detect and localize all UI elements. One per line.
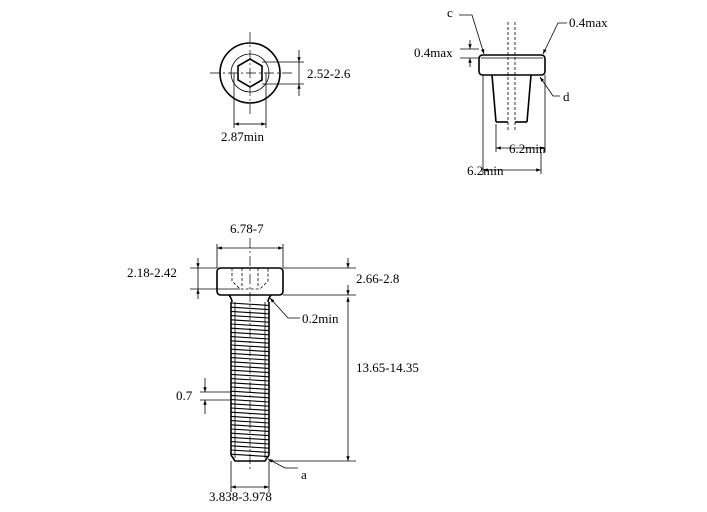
thread-line	[230, 382, 270, 386]
thread-line	[230, 449, 270, 453]
leader-a	[267, 458, 298, 469]
leader-chamfer	[542, 22, 567, 55]
thread-line	[230, 323, 270, 327]
leader-c	[459, 14, 485, 55]
dim-inner-width: 6.2min	[509, 141, 546, 156]
thread-line	[230, 344, 270, 348]
thread-line	[230, 424, 270, 428]
thread-line	[230, 378, 270, 382]
hidden-socket	[231, 268, 269, 290]
dim-head-height: 2.66-2.8	[356, 271, 399, 286]
thread-line	[230, 365, 270, 369]
thread-line	[230, 319, 270, 323]
dim-thread-pitch: 0.7	[176, 388, 193, 403]
thread-line	[230, 331, 270, 336]
thread-line	[230, 348, 270, 353]
thread-line	[230, 432, 270, 437]
dim-chamfer-left: 0.4max	[414, 45, 453, 60]
thread-line	[230, 428, 270, 432]
thread-line	[230, 327, 270, 332]
thread-lines	[230, 302, 270, 458]
label-c: c	[447, 5, 453, 20]
side-view: 6.78-7 2.18-2.42 2.66-2.8 0.2min 13.65-1…	[127, 221, 419, 504]
thread-line	[230, 352, 270, 357]
thread-line	[230, 453, 270, 458]
thread-line	[230, 407, 270, 411]
thread-line	[230, 403, 270, 407]
dim-length: 13.65-14.35	[356, 360, 419, 375]
thread-line	[230, 445, 270, 449]
socket-circle	[230, 53, 270, 93]
thread-line	[230, 441, 270, 445]
dim-underhead-fillet: 0.2min	[302, 311, 339, 326]
head-outer-circle	[219, 42, 281, 104]
dim-outer-width: 6.2min	[467, 163, 504, 178]
fillet-right	[267, 294, 272, 303]
thread-line	[230, 420, 270, 424]
thread-line	[230, 415, 270, 420]
screw-head	[216, 267, 284, 296]
thread-line	[230, 436, 270, 441]
thread-line	[230, 361, 270, 365]
dim-thread-diameter: 3.838-3.978	[209, 489, 272, 504]
head-outline	[478, 54, 546, 76]
thread-line	[230, 336, 270, 340]
thread-line	[230, 306, 270, 311]
fillet-left	[228, 294, 233, 303]
leader-fillet	[269, 297, 300, 319]
label-a: a	[301, 467, 307, 482]
label-d: d	[563, 89, 570, 104]
head-detail-view: c 0.4max 0.4max d 6.2min 6.2min	[414, 5, 608, 178]
thread-line	[230, 411, 270, 416]
screw-end-chamfer	[230, 454, 270, 462]
dim-socket-depth: 2.18-2.42	[127, 265, 177, 280]
thread-line	[230, 315, 270, 319]
shank-right	[526, 74, 532, 123]
thread-line	[230, 302, 270, 306]
thread-line	[230, 357, 270, 361]
thread-line	[230, 310, 270, 315]
thread-line	[230, 394, 270, 399]
hex-socket	[237, 58, 263, 88]
dim-chamfer-top-right: 0.4max	[569, 15, 608, 30]
thread-line	[230, 386, 270, 390]
thread-line	[230, 369, 270, 374]
dim-hex-across-corners: 2.87min	[221, 129, 264, 144]
dim-head-diameter: 6.78-7	[230, 221, 264, 236]
thread-line	[230, 340, 270, 344]
thread-line	[230, 399, 270, 403]
dim-hex-across-flats: 2.52-2.6	[307, 66, 351, 81]
thread-line	[230, 373, 270, 378]
thread-line	[230, 390, 270, 395]
leader-d	[539, 76, 560, 97]
top-view: 2.52-2.6 2.87min	[210, 32, 351, 144]
shank-left	[491, 74, 497, 123]
